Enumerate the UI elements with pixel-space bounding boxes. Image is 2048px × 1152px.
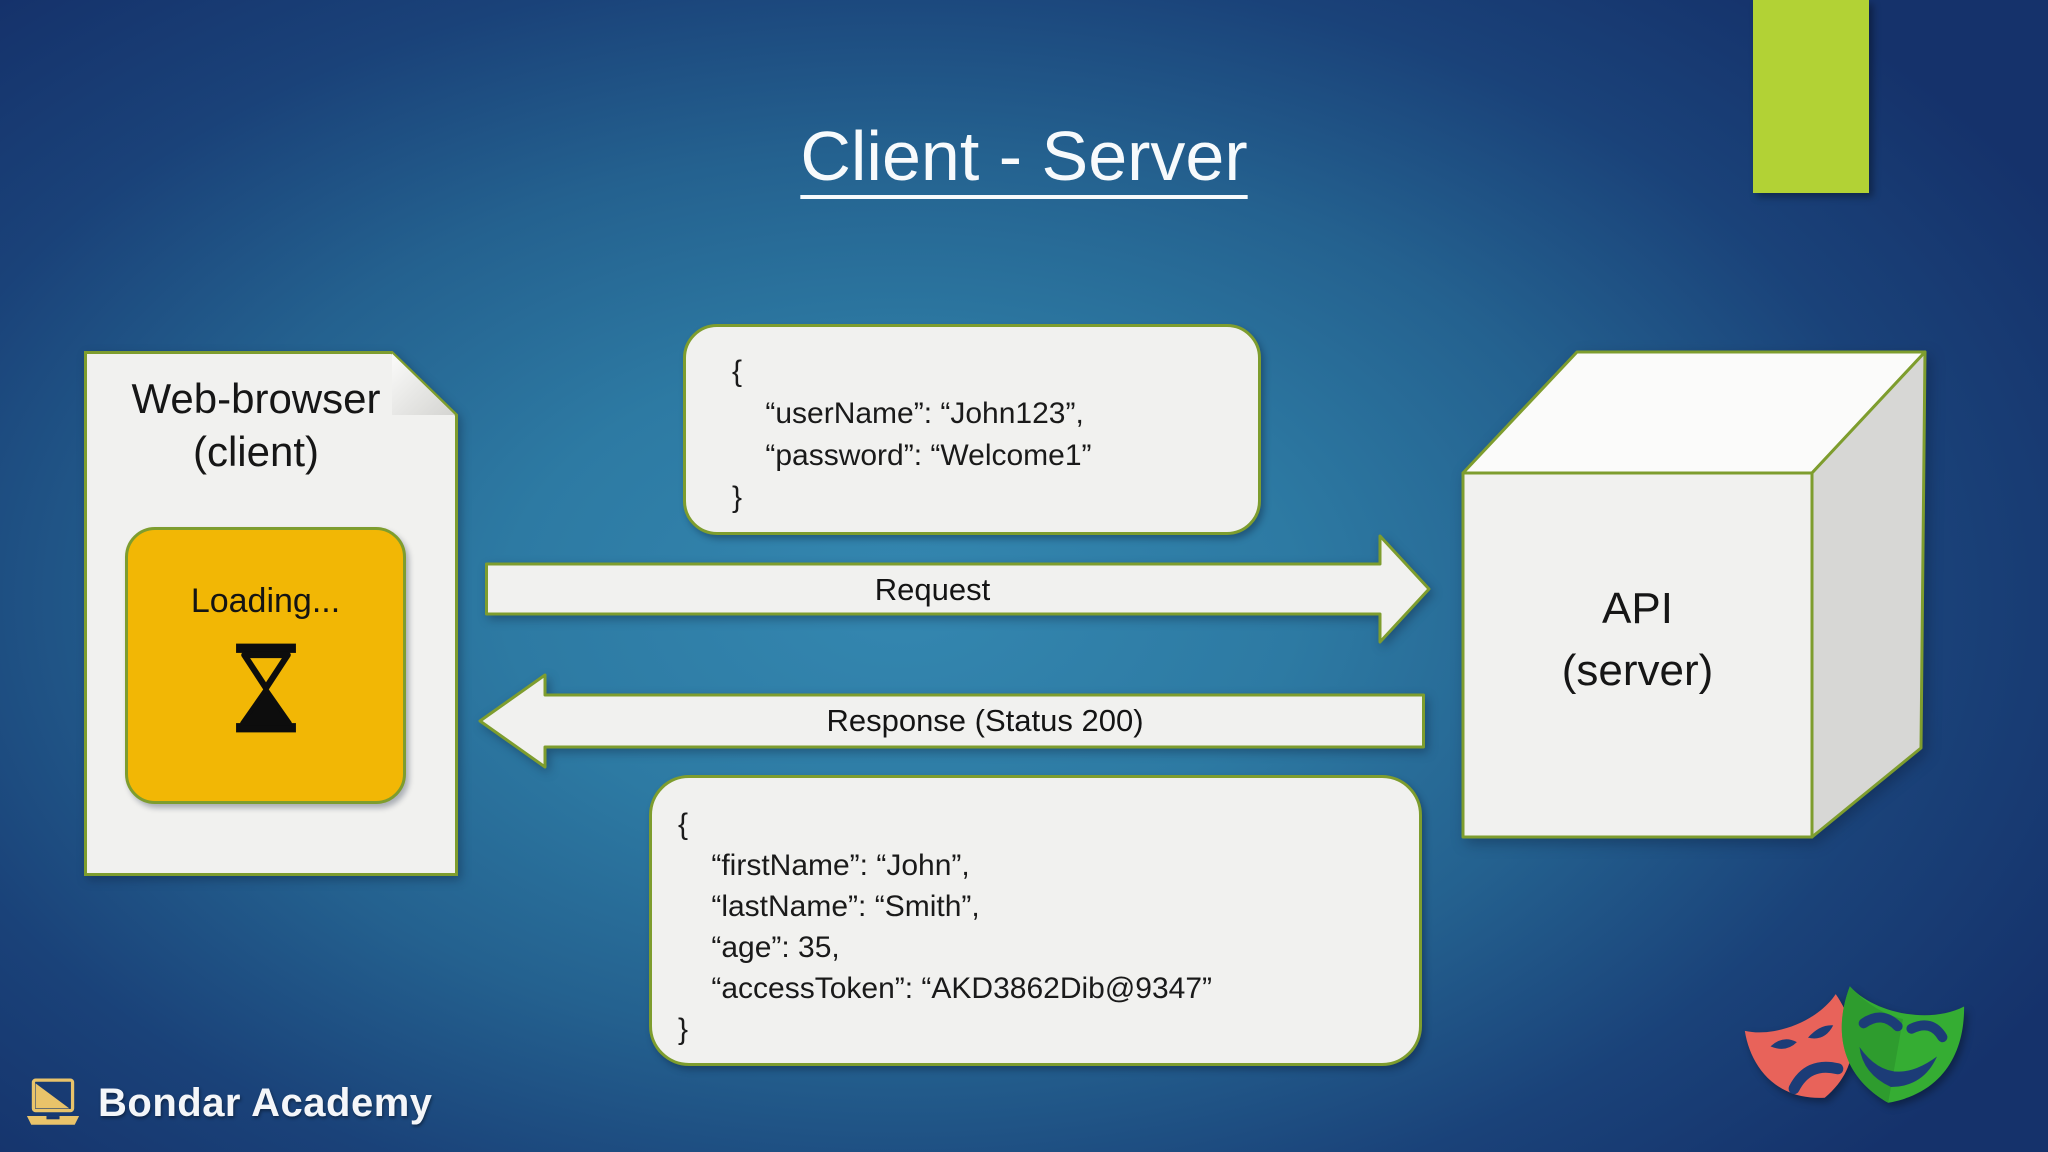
api-server-cube xyxy=(1461,350,1927,839)
web-browser-label-line2: (client) xyxy=(192,428,320,475)
response-arrow xyxy=(478,673,1425,769)
payload-line: } xyxy=(732,481,743,514)
request-payload-box: { “userName”: “John123”, “password”: “We… xyxy=(683,324,1261,535)
web-browser-label-line1: Web-browser xyxy=(131,375,381,422)
theater-masks xyxy=(1744,986,1965,1103)
api-server-label: API (server) xyxy=(1463,578,1812,702)
hourglass-icon xyxy=(235,643,296,733)
api-server-label-line2: (server) xyxy=(1561,646,1714,695)
lime-accent-bar xyxy=(1753,0,1869,193)
payload-line: “age”: 35, xyxy=(678,931,840,964)
brand-name: Bondar Academy xyxy=(98,1080,433,1125)
response-arrow-label: Response (Status 200) xyxy=(826,703,1144,738)
loading-panel: Loading... xyxy=(125,527,406,804)
tragedy-mask-icon xyxy=(1744,994,1853,1098)
request-arrow xyxy=(485,534,1431,644)
response-payload-box: { “firstName”: “John”, “lastName”: “Smit… xyxy=(649,775,1422,1066)
payload-line: “firstName”: “John”, xyxy=(678,849,970,882)
web-browser-label: Web-browser (client) xyxy=(84,372,428,478)
request-arrow-label: Request xyxy=(874,572,991,607)
payload-line: “accessToken”: “AKD3862Dib@9347” xyxy=(678,972,1213,1005)
folded-corner xyxy=(392,353,455,415)
page-title: Client - Server xyxy=(800,117,1248,195)
payload-line: { xyxy=(732,355,743,388)
payload-line: “password”: “Welcome1” xyxy=(732,439,1092,472)
laptop-icon xyxy=(26,1078,80,1125)
api-server-label-line1: API xyxy=(1602,584,1673,633)
payload-line: “lastName”: “Smith”, xyxy=(678,890,980,923)
payload-line: { xyxy=(678,808,689,841)
brand-logo: Bondar Academy xyxy=(24,1078,433,1128)
comedy-mask-icon xyxy=(1841,986,1965,1103)
payload-line: } xyxy=(678,1013,689,1046)
loading-label: Loading... xyxy=(190,582,341,620)
payload-line: “userName”: “John123”, xyxy=(732,397,1084,430)
